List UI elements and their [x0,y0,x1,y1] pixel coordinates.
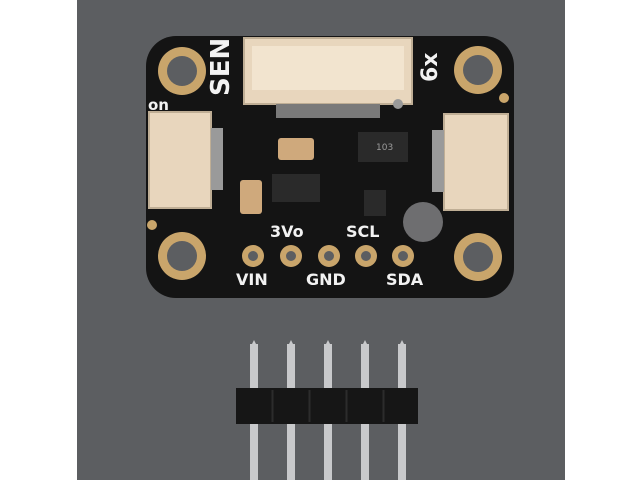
mounting-hole-bottom-left [158,232,206,280]
header-dividers [271,390,385,422]
ic-chip-right [358,132,408,162]
connector-top [243,37,413,118]
mounting-hole-top-left [158,47,206,95]
blur-mask [403,202,443,242]
silkscreen-gnd: GND [306,270,346,289]
silkscreen-sda: SDA [386,270,424,289]
header-pin-tip [250,340,258,348]
regulator-chip [272,174,320,202]
silkscreen-vin: VIN [236,270,268,289]
mounting-hole-top-right [454,46,502,94]
header-pin-tip [398,340,406,348]
breakout-pads [242,245,414,267]
header-plastic-body [236,388,418,424]
header-divider [308,390,311,422]
chip-marking: 103 [376,143,393,153]
capacitor-tan [278,138,314,160]
silkscreen-scl: SCL [346,222,380,241]
transistor-chip [364,190,386,216]
corner-pad [499,93,509,103]
mounting-hole-bottom-right [454,233,502,281]
capacitor-left [240,180,262,214]
silkscreen-6x: 6x [418,52,443,83]
header-divider [345,390,348,422]
silkscreen-sen: SEN [206,37,236,96]
sensor-breakout-board: 103 [146,36,514,298]
status-led [393,99,403,109]
pin-header [236,340,418,480]
silkscreen-3vo: 3Vo [270,222,304,241]
connector-left [148,111,223,209]
header-divider [382,390,385,422]
header-pin-tip [287,340,295,348]
header-pin-tip [361,340,369,348]
header-pin-tip [324,340,332,348]
header-divider [271,390,274,422]
silkscreen-on: on [148,96,169,114]
led-pad [147,220,157,230]
connector-right [432,113,509,211]
